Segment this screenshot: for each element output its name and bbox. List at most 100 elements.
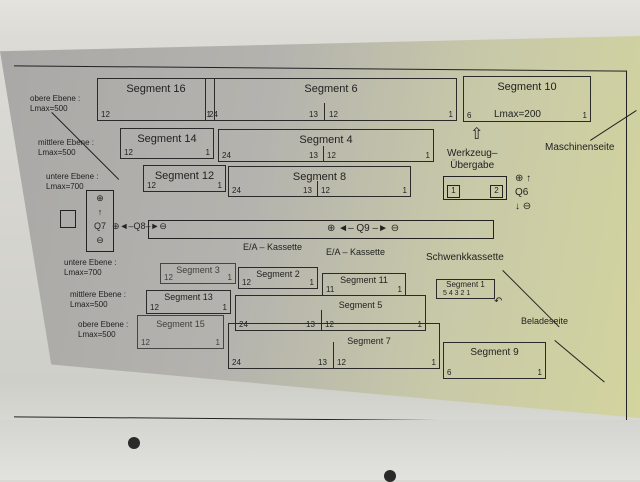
level-name: mittlere Ebene :	[38, 138, 95, 147]
slot-number: 12	[147, 181, 156, 190]
slot-number: 12	[329, 110, 338, 119]
beladeseite-label: Beladeseite	[521, 316, 569, 326]
slot-number: 11	[326, 285, 335, 294]
q9-label: Q9	[356, 223, 370, 234]
plus-icon: ⊕	[96, 193, 104, 203]
bolt	[384, 470, 396, 482]
slot-number: 13	[309, 151, 318, 160]
slot-number: 1	[397, 285, 402, 294]
level-name: mittlere Ebene :	[70, 290, 127, 299]
slot-number: 1	[217, 181, 222, 190]
level-name: untere Ebene :	[46, 172, 99, 181]
minus-icon: ⊖	[522, 201, 532, 212]
slot-number: 13	[306, 320, 315, 329]
segment-title: Segment 9	[470, 347, 519, 358]
machine-label-plate	[0, 36, 640, 418]
slot-number: 1	[206, 110, 211, 119]
slot-number: 12	[242, 278, 251, 287]
q6-axis: ⊕ ↑Q6↓ ⊖	[515, 173, 532, 212]
ea-kassette-label-1: E/A – Kassette	[243, 242, 303, 252]
segment-title: Segment 8	[292, 171, 347, 183]
slot-number: 12	[150, 303, 159, 312]
level-label-bottom-lower: untere Ebene :Lmax=700	[64, 258, 116, 278]
slot-number: 1	[402, 186, 407, 195]
level-lmax: Lmax=500	[78, 330, 116, 339]
segment-10: Segment 10 6 Lmax=200 1	[463, 76, 591, 122]
slot-number: 1	[431, 358, 436, 367]
segment-title: Segment 12	[154, 170, 215, 182]
slot-number: 12	[101, 110, 110, 119]
slot-number: 1	[309, 278, 314, 287]
uebergabe-text: Übergabe	[450, 160, 495, 171]
segment-lmax: Lmax=200	[494, 109, 541, 120]
minus-icon: ⊖	[159, 221, 167, 231]
slot-number: 1	[417, 320, 422, 329]
level-lmax: Lmax=500	[30, 104, 68, 113]
segment-title: Segment 14	[137, 133, 197, 145]
slot-number: 6	[467, 111, 472, 120]
q7-label: Q7	[93, 221, 106, 231]
slot-number: 1	[215, 338, 220, 347]
transfer-station: 1 2	[443, 176, 507, 200]
segment-title: Segment 13	[164, 292, 213, 302]
segment-title: Segment 3	[176, 265, 220, 275]
segment-title: Segment 7	[347, 336, 391, 346]
slot-number: 1	[582, 111, 587, 120]
slot-number: 24	[232, 186, 241, 195]
q7-axis: ⊕↑Q7⊖	[86, 190, 114, 252]
plus-icon: ⊕	[515, 173, 524, 184]
segment-16: Segment 16 12 1	[97, 78, 215, 121]
slot-number: 13	[309, 110, 318, 119]
level-label-top-lower: untere Ebene :Lmax=700	[46, 172, 98, 192]
plus-icon: ⊕	[112, 221, 120, 231]
segment-title: Segment 15	[156, 319, 205, 329]
q9-axis: ⊕ ◄– Q9 –► ⊖	[327, 223, 400, 234]
slot-number: 6	[447, 368, 452, 377]
segment-title: Segment 10	[497, 81, 557, 93]
segment-title: Segment 16	[126, 83, 186, 95]
maschinenseite-label: Maschinenseite	[545, 142, 615, 153]
segment-2: Segment 2 12 1	[238, 267, 318, 289]
slot-number: 24	[239, 320, 248, 329]
werkzeug-uebergabe-label: Werkzeug–Übergabe	[447, 148, 497, 172]
segment-title: Segment 5	[338, 300, 383, 310]
level-lmax: Lmax=500	[38, 148, 76, 157]
slot-number: 1	[222, 303, 227, 312]
level-name: untere Ebene :	[64, 258, 117, 267]
level-name: obere Ebene :	[78, 320, 129, 329]
minus-icon: ⊖	[390, 223, 400, 234]
schwenkkassette-label: Schwenkkassette	[426, 252, 504, 263]
slot-number: 1	[205, 148, 210, 157]
slot-number: 12	[141, 338, 150, 347]
level-lmax: Lmax=700	[46, 182, 84, 191]
segment-13: Segment 13 12 1	[146, 290, 231, 314]
level-label-top-upper: obere Ebene :Lmax=500	[30, 94, 80, 114]
ea-kassette-label-2: E/A – Kassette	[326, 247, 386, 257]
bolt	[128, 437, 140, 449]
slot-number: 12	[321, 186, 330, 195]
slot-number: 1	[448, 110, 453, 119]
slot-number: 13	[303, 186, 312, 195]
slot-number: 24	[209, 110, 218, 119]
slot-number: 1	[227, 273, 232, 282]
segment-title: Segment 11	[340, 275, 388, 285]
slot-number: 24	[222, 151, 231, 160]
loading-station-icon	[60, 210, 76, 228]
slot-number: 1	[537, 368, 542, 377]
q8-label: Q8	[133, 221, 146, 231]
segment-title: Segment 2	[256, 269, 300, 279]
level-lmax: Lmax=700	[64, 268, 102, 277]
rotate-arrow-icon: ↶	[494, 296, 503, 307]
slot-number: 24	[232, 358, 241, 367]
segment-9: Segment 9 6 1	[443, 342, 546, 379]
segment-title: Segment 1	[446, 280, 485, 289]
slot-number: 12	[124, 148, 133, 157]
minus-icon: ⊖	[96, 235, 104, 245]
slot-number: 13	[318, 358, 327, 367]
slot-number: 1	[425, 151, 430, 160]
